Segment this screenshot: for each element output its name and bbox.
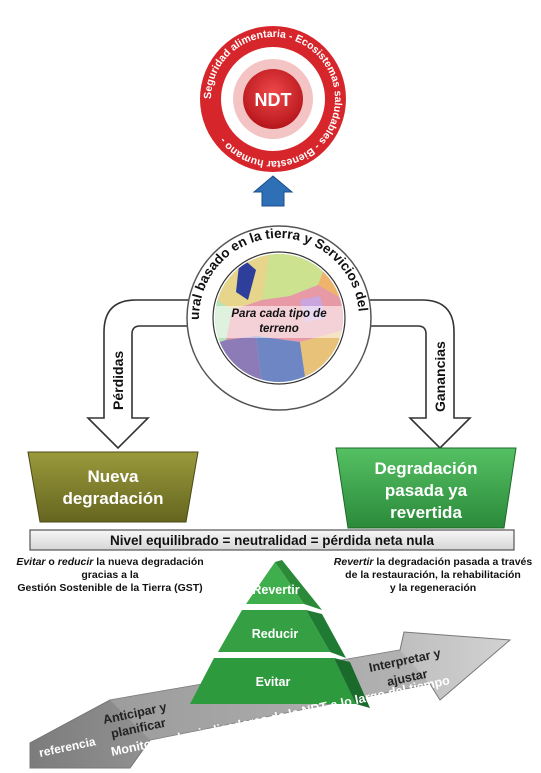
- right-note: Revertir la degradación pasada a través …: [328, 556, 538, 595]
- left-note-o: o: [45, 556, 58, 568]
- new-degradation-line1: Nueva: [87, 467, 139, 486]
- pyramid-middle: [218, 610, 330, 652]
- capital-center-line2: terreno: [259, 323, 299, 335]
- up-arrow-icon: [252, 175, 294, 207]
- reversed-degradation-box: Degradación pasada ya revertida: [335, 447, 517, 529]
- loss-arrow: [86, 299, 197, 450]
- reversed-line3: revertida: [390, 503, 462, 522]
- pyramid-bottom-label: Evitar: [256, 675, 291, 689]
- left-note-reducir: reducir: [57, 556, 94, 568]
- reversed-line1: Degradación: [375, 459, 478, 478]
- pyramid-top-label: Revertir: [252, 583, 299, 597]
- right-note-line3: y la regeneración: [389, 582, 477, 594]
- gain-arrow: [361, 299, 472, 450]
- pyramid: Revertir Reducir Evitar: [190, 560, 370, 708]
- ndt-center-label: NDT: [255, 90, 292, 110]
- ndt-center: [243, 69, 303, 129]
- right-note-revertir: Revertir: [333, 556, 374, 568]
- left-note-line2: gracias a la: [81, 569, 139, 581]
- capital-center-line1: Para cada tipo de: [231, 308, 327, 320]
- new-degradation-box: Nueva degradación: [27, 451, 199, 523]
- right-note-rest: la degradación pasada a través: [373, 556, 533, 568]
- balance-bar: Nivel equilibrado = neutralidad = pérdid…: [29, 529, 515, 551]
- left-note-evitar: Evitar: [16, 556, 46, 568]
- left-note-rest: la nueva degradación: [93, 556, 204, 568]
- left-note-line1: Evitar o reducir la nueva degradación: [10, 556, 210, 569]
- loss-label: Pérdidas: [110, 351, 126, 410]
- right-note-line2: de la restauración, la rehabilitación: [345, 569, 521, 581]
- ndt-target: NDT Seguridad alimentaria - Ecosistemas …: [200, 26, 346, 172]
- reversed-line2: pasada ya: [385, 481, 468, 500]
- right-note-line1: Revertir la degradación pasada a través: [328, 556, 538, 569]
- pyramid-bottom: [190, 658, 356, 704]
- left-note-line3: Gestión Sostenible de la Tierra (GST): [17, 582, 203, 594]
- new-degradation-line2: degradación: [62, 489, 163, 508]
- pyramid-middle-label: Reducir: [252, 627, 299, 641]
- balance-bar-label: Nivel equilibrado = neutralidad = pérdid…: [110, 533, 435, 548]
- left-note: Evitar o reducir la nueva degradación gr…: [10, 556, 210, 595]
- pyramid-top: [246, 562, 304, 604]
- gain-label: Ganancias: [432, 341, 448, 412]
